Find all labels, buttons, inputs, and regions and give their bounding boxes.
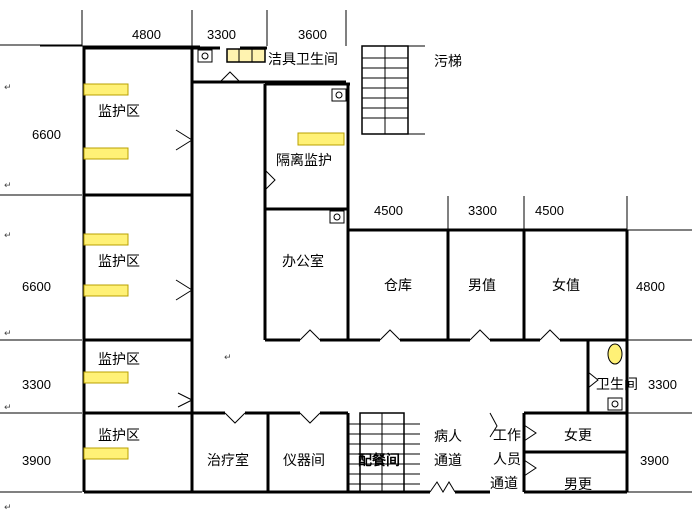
- paragraph-mark: ↵: [4, 503, 12, 513]
- dim-mid-2: 3300: [468, 203, 497, 218]
- toilet-icon: [607, 343, 623, 365]
- dim-top-3: 3600: [298, 27, 327, 42]
- paragraph-mark: ↵: [4, 83, 12, 93]
- dim-top-2: 3300: [207, 27, 236, 42]
- sink-icon: [197, 49, 213, 63]
- beds: [83, 83, 345, 460]
- paragraph-mark: ↵: [4, 403, 12, 413]
- room-monitor-2: 监护区: [98, 254, 140, 270]
- room-dirty-stairs: 污梯: [434, 54, 462, 70]
- room-staff-corridor-2: 人员: [493, 452, 521, 468]
- room-isolation: 隔离监护: [276, 152, 332, 169]
- paragraph-mark: ↵: [4, 329, 12, 339]
- sink-icon-4: [607, 397, 623, 411]
- room-warehouse: 仓库: [384, 278, 412, 294]
- dim-mid-3: 4500: [535, 203, 564, 218]
- paragraph-mark: ↵: [4, 231, 12, 241]
- fixtures: [197, 48, 623, 411]
- sink-icon-2: [331, 88, 347, 102]
- bed-7: [297, 132, 345, 146]
- sink-icon-3: [329, 210, 345, 224]
- paragraph-marks: ↵ ↵ ↵ ↵ ↵ ↵ ↵: [4, 83, 232, 513]
- bed-3: [83, 233, 129, 246]
- dim-mid-1: 4500: [374, 203, 403, 218]
- room-monitor-1: 监护区: [98, 104, 140, 120]
- room-staff-corridor-3: 通道: [490, 476, 518, 492]
- doors: [175, 71, 599, 493]
- bed-4: [83, 284, 129, 297]
- dim-right-lower: 3900: [640, 453, 669, 468]
- room-staff-corridor-1: 工作: [493, 428, 521, 444]
- room-instruments: 仪器间: [283, 453, 325, 469]
- cabinet-icon: [226, 48, 266, 63]
- room-restroom: 卫生间: [596, 377, 638, 393]
- room-office: 办公室: [282, 253, 324, 270]
- dimension-labels: 4800 3300 3600 4500 3300 4500 6600 6600 …: [22, 27, 677, 468]
- room-cleaning-restroom: 洁具卫生间: [268, 52, 338, 68]
- dim-left-3: 3300: [22, 377, 51, 392]
- dim-left-4: 3900: [22, 453, 51, 468]
- room-treatment: 治疗室: [207, 452, 249, 469]
- room-monitor-4: 监护区: [98, 428, 140, 444]
- room-monitor-3: 监护区: [98, 352, 140, 368]
- bed-1: [83, 83, 129, 96]
- dim-right-middle: 3300: [648, 377, 677, 392]
- dim-left-2: 6600: [22, 279, 51, 294]
- room-labels: 监护区 监护区 监护区 监护区 洁具卫生间 污梯 隔离监护 办公室 仓库 男值 …: [98, 52, 638, 493]
- dispensary-stairs-graphic: [348, 412, 420, 493]
- dim-left-1: 6600: [32, 127, 61, 142]
- paragraph-mark: ↵: [224, 353, 232, 363]
- paragraph-mark: ↵: [4, 181, 12, 191]
- room-patient-corridor-2: 通道: [434, 453, 462, 469]
- room-male-duty: 男值: [468, 278, 496, 294]
- bed-5: [83, 371, 129, 384]
- dirty-stairs-graphic: [361, 45, 425, 135]
- dim-top-1: 4800: [132, 27, 161, 42]
- bed-2: [83, 147, 129, 160]
- room-male-changing: 男更: [564, 477, 592, 493]
- bed-6: [83, 447, 129, 460]
- room-female-changing: 女更: [564, 427, 592, 444]
- room-patient-corridor-1: 病人: [434, 429, 462, 445]
- walls: [82, 46, 629, 494]
- room-female-duty: 女值: [552, 277, 580, 294]
- dim-right-upper: 4800: [636, 279, 665, 294]
- room-dispensary: 配餐间: [358, 452, 400, 469]
